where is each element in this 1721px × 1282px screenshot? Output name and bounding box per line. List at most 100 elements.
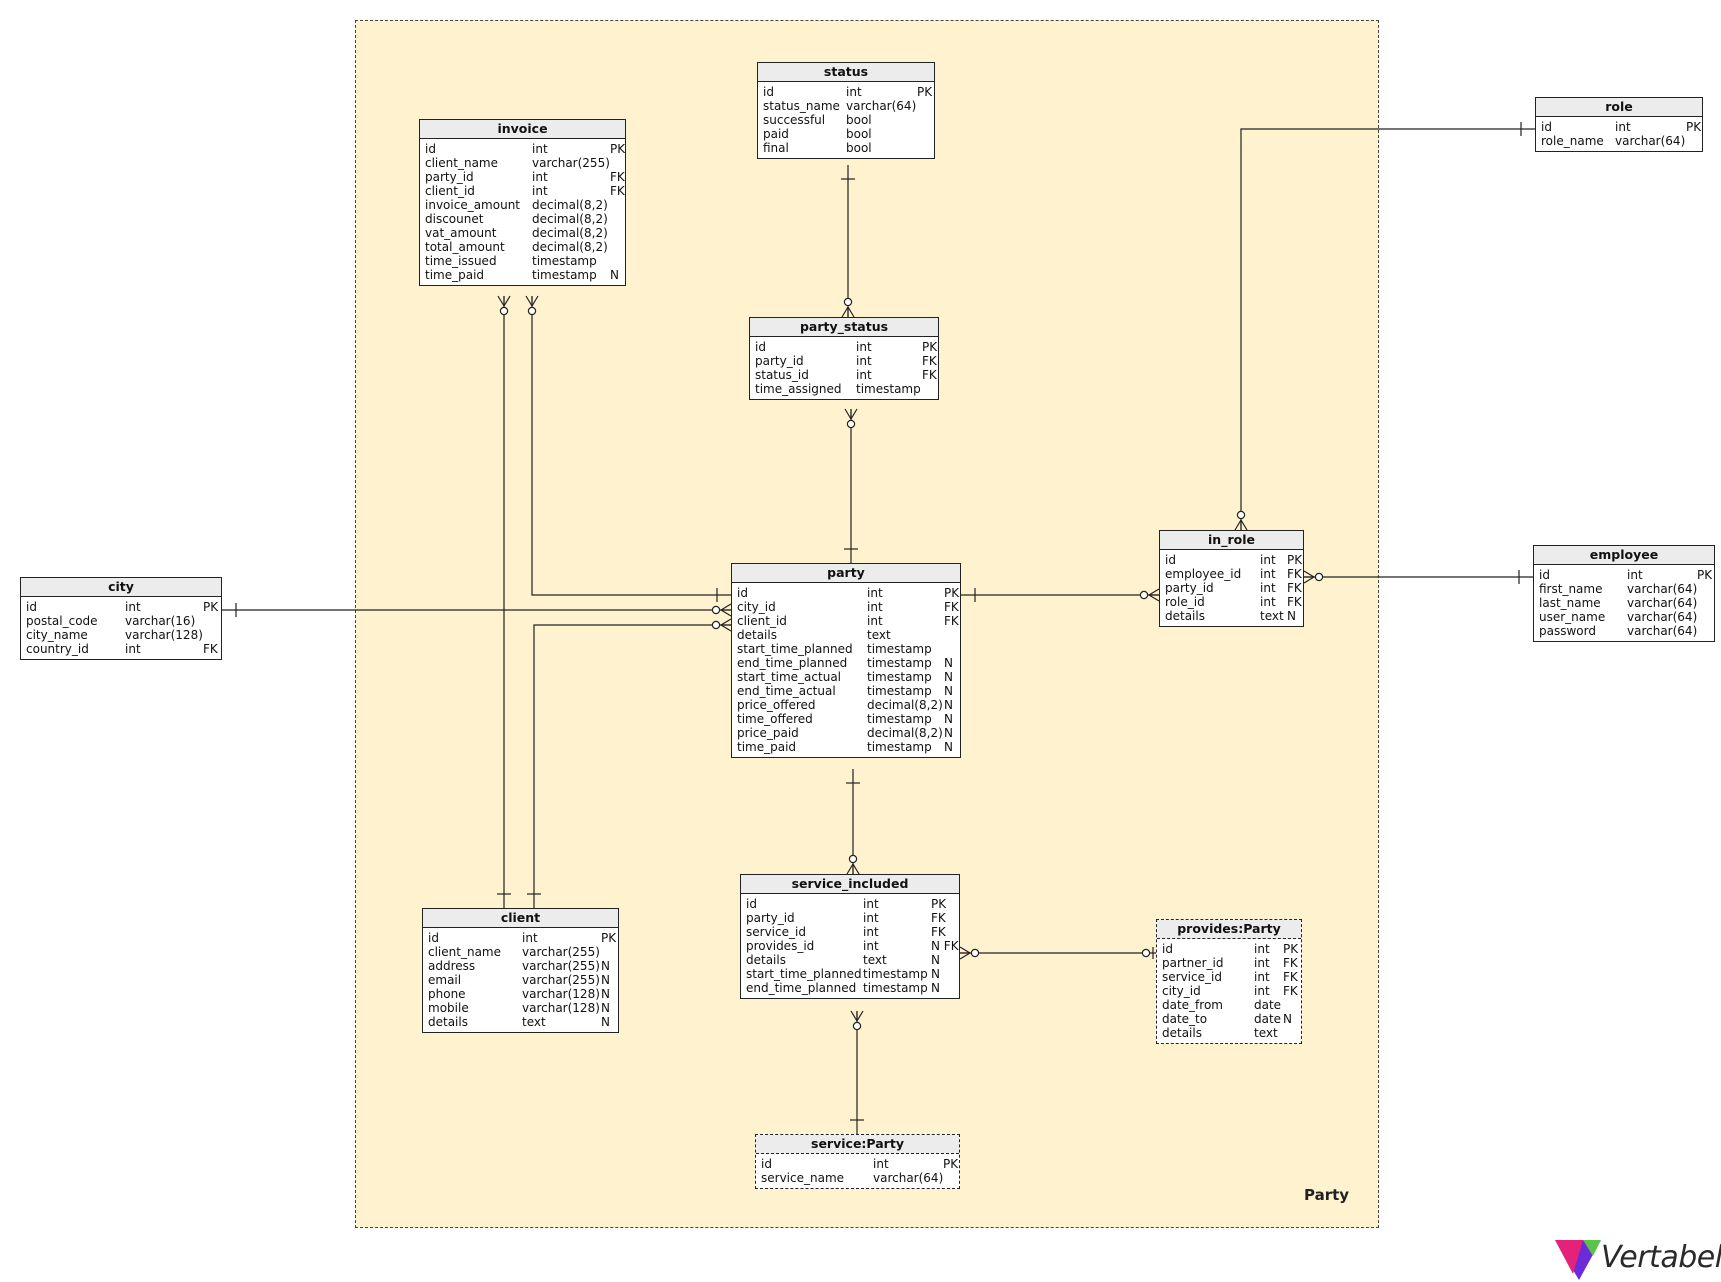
- column-flag: PK: [1697, 568, 1713, 582]
- column-type: timestamp: [863, 967, 928, 981]
- column-type: text: [1254, 1026, 1278, 1040]
- subject-area-label: Party: [1304, 1186, 1350, 1204]
- cardinality-many: [1303, 576, 1315, 584]
- cardinality-many: [1148, 588, 1160, 596]
- column-type: varchar(255): [522, 945, 600, 959]
- column-type: int: [867, 586, 883, 600]
- column-type: decimal(8,2): [867, 726, 943, 740]
- column-name: service_name: [761, 1171, 845, 1185]
- column-type: timestamp: [867, 656, 932, 670]
- column-type: date: [1254, 998, 1282, 1012]
- column-name: start_time_planned: [746, 967, 862, 981]
- column-flag: FK: [1287, 581, 1302, 595]
- column-name: paid: [763, 127, 789, 141]
- column-type: varchar(255): [522, 973, 600, 987]
- column-type: varchar(64): [1627, 582, 1698, 596]
- column-type: int: [856, 368, 872, 382]
